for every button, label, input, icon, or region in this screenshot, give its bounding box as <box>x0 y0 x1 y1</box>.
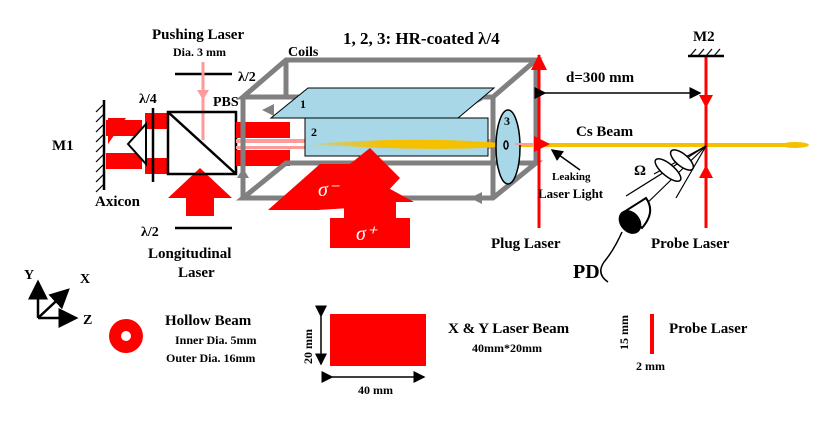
label-leaking-1: Leaking <box>552 171 591 183</box>
plate-3-hole <box>503 140 509 150</box>
label-axis-x: X <box>80 272 90 287</box>
legend-probe-title: Probe Laser <box>669 321 748 337</box>
legend-hollow-inner: Inner Dia. 5mm <box>175 333 256 347</box>
label-plate-3: 3 <box>504 114 510 128</box>
label-pushing-laser: Pushing Laser <box>152 27 244 43</box>
cs-beam <box>310 139 809 149</box>
label-sigma-plus: σ⁺ <box>356 223 378 245</box>
probe-laser-beam <box>699 56 713 228</box>
leaking-pointer-arrow <box>550 149 581 171</box>
legend-xy-height: 20 mm <box>301 329 315 364</box>
label-m2: M2 <box>693 29 715 45</box>
label-plug-laser: Plug Laser <box>491 236 561 252</box>
mirror-m1 <box>95 100 106 193</box>
legend-xy-width: 40 mm <box>358 383 393 397</box>
label-plate-2: 2 <box>311 125 317 139</box>
plug-laser-beam <box>531 54 547 228</box>
label-sigma-minus: σ⁻ <box>318 179 340 201</box>
label-pbs: PBS <box>213 95 239 110</box>
label-axis-y: Y <box>24 268 34 283</box>
photodiode-icon <box>600 196 652 283</box>
longitudinal-laser-arrow <box>168 168 232 216</box>
label-lambda2-bottom: λ/2 <box>141 225 159 240</box>
plate-2 <box>304 117 489 157</box>
label-hr-coated: 1, 2, 3: HR-coated λ/4 <box>343 29 500 48</box>
legend-xy-size: 40mm*20mm <box>472 341 542 355</box>
sigma-plus-beam <box>326 178 414 248</box>
fluorescence-optics <box>625 145 707 211</box>
legend-hollow-outer: Outer Dia. 16mm <box>166 351 255 365</box>
pushing-laser-beam <box>197 62 209 140</box>
label-plate-1: 1 <box>300 97 306 111</box>
legend-probe-height: 15 mm <box>617 315 631 350</box>
legend-probe-bar <box>650 314 654 354</box>
label-m1: M1 <box>52 138 74 154</box>
label-probe-laser: Probe Laser <box>651 236 730 252</box>
legend-hollow-beam-icon <box>109 319 143 353</box>
label-cs-beam: Cs Beam <box>576 124 634 140</box>
mirror-m2 <box>688 48 724 58</box>
legend-xy-title: X & Y Laser Beam <box>448 321 570 337</box>
legend-hollow-title: Hollow Beam <box>165 313 252 329</box>
label-axis-z: Z <box>83 313 92 328</box>
label-omega: Ω <box>634 163 646 179</box>
label-lambda2-top: λ/2 <box>238 70 256 85</box>
legend-xy-beam-rect <box>330 314 426 366</box>
label-longitudinal: Longitudinal <box>148 246 231 262</box>
axis-indicator <box>28 279 79 328</box>
label-distance: d=300 mm <box>566 70 635 86</box>
hollow-beam-left <box>106 113 167 174</box>
label-pushing-dia: Dia. 3 mm <box>173 45 226 59</box>
label-leaking-2: Laser Light <box>538 186 604 201</box>
axicon-element <box>126 121 147 167</box>
label-lambda4: λ/4 <box>139 92 157 107</box>
label-laser: Laser <box>178 265 215 281</box>
label-pd: PD <box>573 261 600 283</box>
label-coils: Coils <box>288 45 319 60</box>
label-axicon: Axicon <box>95 194 141 210</box>
legend-probe-width: 2 mm <box>636 359 665 373</box>
